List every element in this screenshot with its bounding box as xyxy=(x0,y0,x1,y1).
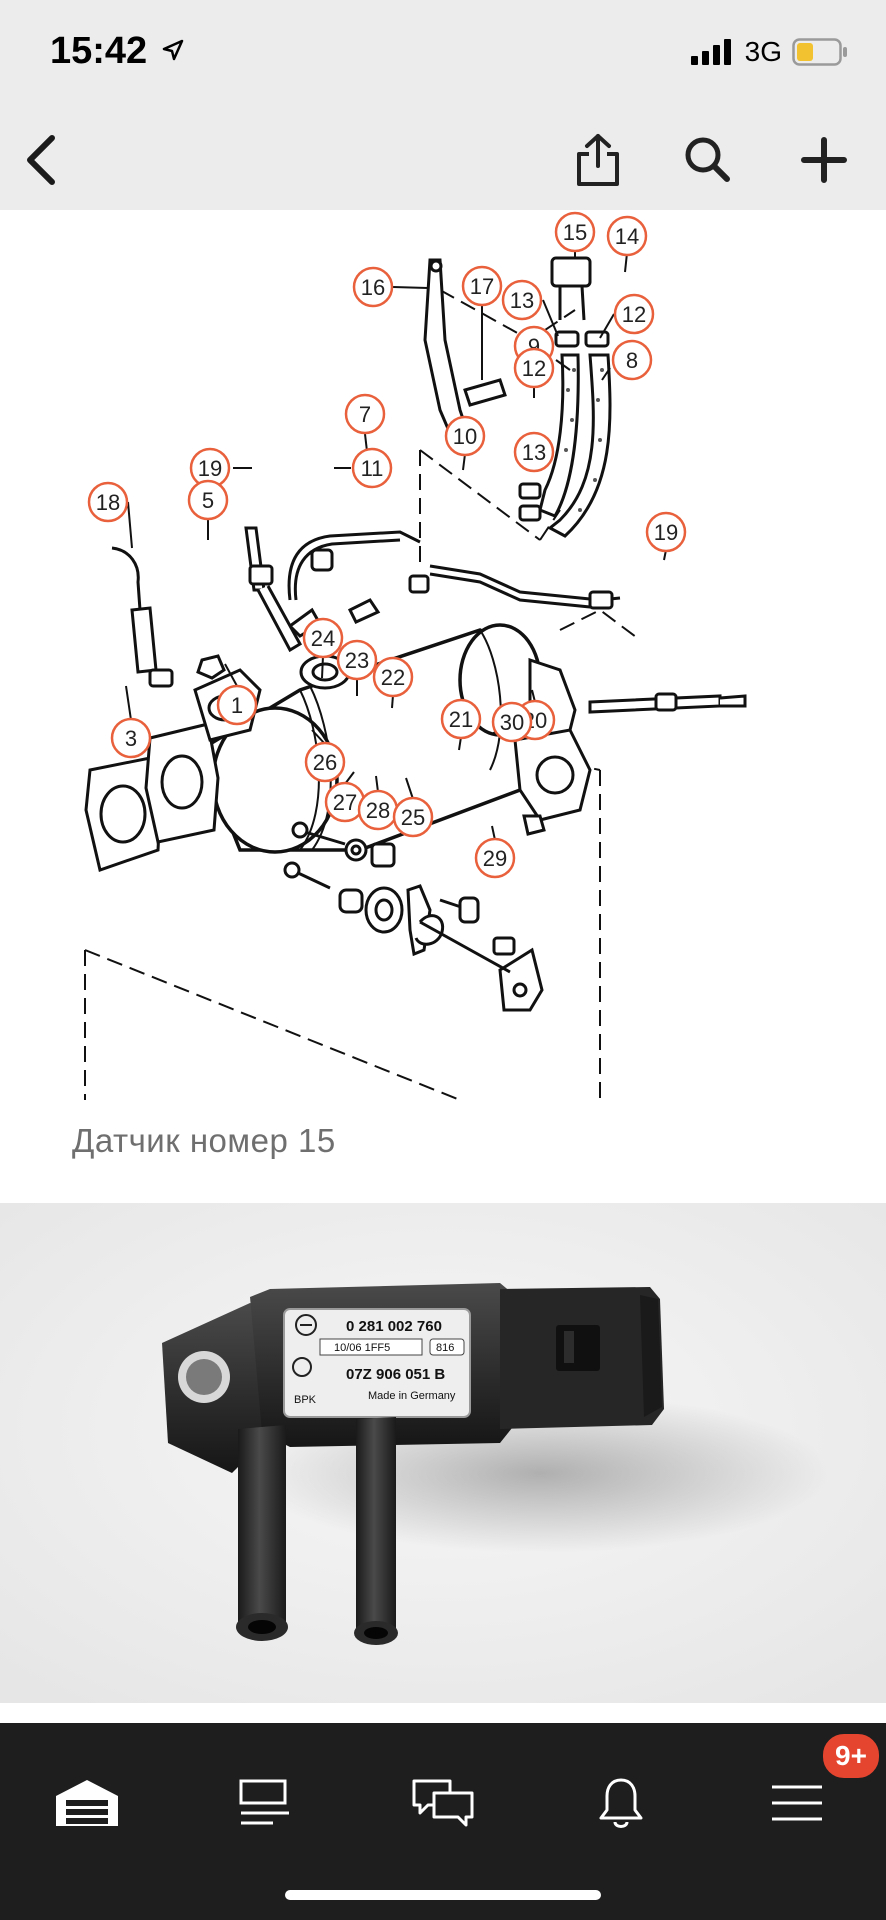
label-bpk: BPK xyxy=(294,1394,317,1406)
callout-ring xyxy=(352,266,394,308)
callout-number: 13 xyxy=(522,440,546,465)
status-time: 15:42 xyxy=(50,30,184,73)
callout-ring xyxy=(491,701,533,743)
bell-icon xyxy=(599,1778,643,1828)
callout-number: 19 xyxy=(654,520,678,545)
messages-icon xyxy=(412,1779,474,1827)
callout-ring xyxy=(87,481,129,523)
battery-icon xyxy=(792,38,847,66)
label-code: 816 xyxy=(436,1342,454,1354)
tab-garage[interactable] xyxy=(42,1763,132,1843)
callout-ring xyxy=(351,447,393,489)
callout-ring xyxy=(474,837,516,879)
callout-number: 14 xyxy=(615,224,639,249)
share-button[interactable] xyxy=(566,128,630,192)
callout-ring xyxy=(302,617,344,659)
callout-number: 21 xyxy=(449,707,473,732)
status-time-text: 15:42 xyxy=(50,30,148,72)
callout-number: 8 xyxy=(626,348,638,373)
tab-menu[interactable] xyxy=(752,1763,842,1843)
callout-ring xyxy=(304,741,346,783)
search-button[interactable] xyxy=(676,128,740,192)
image-caption: Датчик номер 15 xyxy=(72,1122,336,1159)
callout-ring xyxy=(554,211,596,253)
back-chevron-icon xyxy=(27,135,55,185)
label-vw-number: 07Z 906 051 B xyxy=(346,1366,445,1383)
callout-ring xyxy=(513,431,555,473)
callout-ring xyxy=(513,347,555,389)
callout-number: 12 xyxy=(622,302,646,327)
callout-number: 7 xyxy=(359,402,371,427)
sensor-photo: 0 281 002 760 10/06 1FF5 816 07Z 906 051… xyxy=(0,1203,886,1703)
callout-number: 28 xyxy=(366,798,390,823)
callout-ring xyxy=(444,415,486,457)
callout-number: 23 xyxy=(345,648,369,673)
callout-ring xyxy=(110,717,152,759)
callout-number: 25 xyxy=(401,805,425,830)
callout-ring xyxy=(611,339,653,381)
label-part-number: 0 281 002 760 xyxy=(346,1318,442,1335)
callout-number: 18 xyxy=(96,490,120,515)
network-label: 3G xyxy=(744,36,782,67)
tab-feed[interactable] xyxy=(220,1763,310,1843)
callout-ring xyxy=(501,279,543,321)
callout-number: 3 xyxy=(125,726,137,751)
search-icon xyxy=(685,137,730,182)
callout-number: 19 xyxy=(198,456,222,481)
back-button[interactable] xyxy=(10,128,74,192)
callout-ring xyxy=(372,656,414,698)
tab-notifications[interactable] xyxy=(576,1763,666,1843)
callout-number: 15 xyxy=(563,220,587,245)
callout-number: 26 xyxy=(313,750,337,775)
callout-ring xyxy=(336,639,378,681)
callout-number: 12 xyxy=(522,356,546,381)
callout-number: 11 xyxy=(361,456,384,481)
share-icon xyxy=(577,134,619,186)
notification-badge: 9+ xyxy=(820,1731,882,1781)
callout-number: 13 xyxy=(510,288,534,313)
callout-ring xyxy=(440,698,482,740)
sensor-photo-svg: 0 281 002 760 10/06 1FF5 816 07Z 906 051… xyxy=(0,1203,886,1703)
callout-ring xyxy=(216,684,258,726)
label-made-in: Made in Germany xyxy=(368,1390,456,1402)
callout-ring xyxy=(606,215,648,257)
home-indicator[interactable] xyxy=(285,1890,601,1900)
callout-ring xyxy=(613,293,655,335)
callout-ring xyxy=(392,796,434,838)
status-right: 3G xyxy=(690,36,848,68)
callout-number: 27 xyxy=(333,790,357,815)
garage-icon xyxy=(56,1780,118,1826)
signal-icon xyxy=(690,39,731,65)
location-arrow-icon xyxy=(162,39,184,61)
tab-messages[interactable] xyxy=(398,1763,488,1843)
callout-number: 16 xyxy=(361,275,385,300)
plus-icon xyxy=(801,137,847,183)
callout-number: 5 xyxy=(202,488,214,513)
callout-ring xyxy=(645,511,687,553)
exploded-diagram-svg: 1514161713129812137101911185192423221321… xyxy=(84,211,747,1101)
callout-number: 24 xyxy=(311,626,335,651)
callout-number: 1 xyxy=(231,693,243,718)
label-date-code: 10/06 1FF5 xyxy=(334,1342,390,1354)
feed-icon xyxy=(239,1779,289,1825)
callout-ring xyxy=(461,265,503,307)
callout-ring xyxy=(344,393,386,435)
menu-icon xyxy=(772,1785,822,1821)
tab-bar xyxy=(0,1723,886,1920)
callout-number: 22 xyxy=(381,665,405,690)
nav-bar xyxy=(0,110,886,210)
callout-number: 17 xyxy=(470,274,494,299)
callout-number: 30 xyxy=(500,710,524,735)
callout-number: 10 xyxy=(453,424,477,449)
callout-ring xyxy=(187,479,229,521)
status-bar: 15:42 3G xyxy=(0,0,886,110)
callout-number: 29 xyxy=(483,846,507,871)
add-button[interactable] xyxy=(792,128,856,192)
